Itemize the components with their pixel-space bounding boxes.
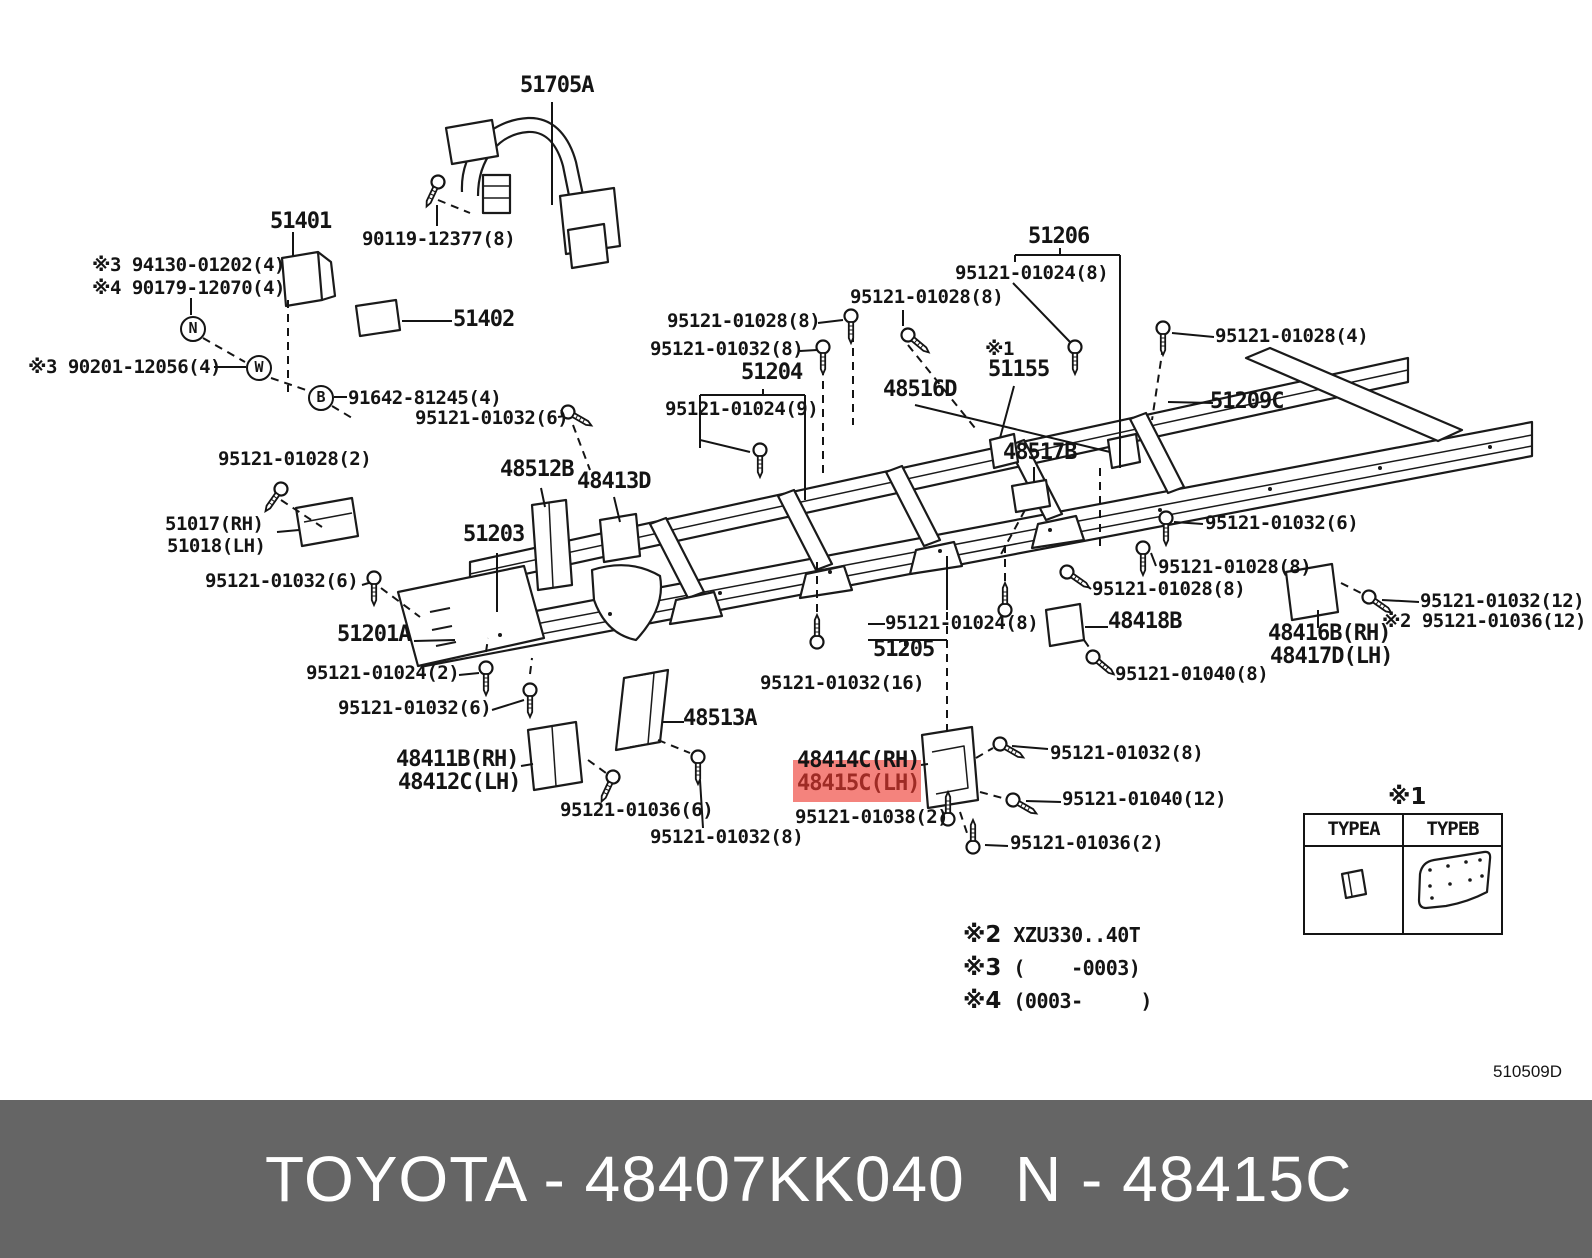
part-label[interactable]: 51209C (1210, 389, 1284, 414)
part-label[interactable]: 95121-01032(8) (650, 826, 804, 848)
type-a-cell (1305, 847, 1404, 933)
part-label[interactable]: 48512B (500, 457, 574, 482)
part-label[interactable]: 48417D(LH) (1270, 644, 1393, 669)
part-label[interactable]: 51402 (453, 307, 515, 332)
fastener-letter-marker: B (308, 385, 334, 411)
part-label[interactable]: ※3 94130-01202(4) (92, 254, 286, 276)
part-label[interactable]: 95121-01024(2) (306, 662, 460, 684)
note-marker: ※4 (963, 988, 1002, 1014)
part-label[interactable]: 48413D (577, 469, 651, 494)
type-a-header: TYPEA (1305, 815, 1404, 845)
leader-lines (190, 102, 1420, 847)
footnote: ※2 XZU330..40T (963, 922, 1152, 955)
part-label[interactable]: 51018(LH) (167, 535, 266, 557)
footnote: ※4 (0003- ) (963, 988, 1152, 1021)
part-label[interactable]: 95121-01024(8) (955, 262, 1109, 284)
part-label[interactable]: 95121-01028(8) (850, 286, 1004, 308)
note-marker: ※3 (963, 955, 1002, 981)
part-label[interactable]: 95121-01028(8) (1092, 578, 1246, 600)
note-text: ( -0003) (1013, 956, 1141, 980)
dashed-leader-lines (202, 199, 1362, 837)
fastener-letter-marker: N (180, 316, 206, 342)
part-label[interactable]: 95121-01040(12) (1062, 788, 1227, 810)
diagram-code: 510509D (1493, 1062, 1563, 1081)
type-table-note: ※1 (1388, 784, 1427, 810)
part-label[interactable]: 48513A (683, 706, 757, 731)
part-label[interactable]: ※4 90179-12070(4) (92, 277, 286, 299)
part-label[interactable]: 95121-01032(6) (415, 407, 569, 429)
part-label[interactable]: 48416B(RH) (1268, 621, 1391, 646)
part-label[interactable]: 51203 (463, 522, 525, 547)
part-label[interactable]: ※2 95121-01036(12) (1382, 610, 1586, 632)
part-label[interactable]: 95121-01024(8) (885, 612, 1039, 634)
part-label[interactable]: 95121-01032(12) (1420, 590, 1585, 612)
part-label[interactable]: 95121-01028(8) (1158, 556, 1312, 578)
part-label[interactable]: 95121-01032(16) (760, 672, 925, 694)
footnotes: ※2 XZU330..40T ※3 ( -0003) ※4 (0003- ) (963, 922, 1152, 1021)
part-label[interactable]: 51205 (873, 637, 935, 662)
part-label[interactable]: 51201A (337, 622, 411, 647)
type-b-header: TYPEB (1426, 818, 1479, 840)
part-label[interactable]: 95121-01040(8) (1115, 663, 1269, 685)
type-variant-table: TYPEA TYPEB (1303, 813, 1503, 935)
part-label[interactable]: 95121-01028(2) (218, 448, 372, 470)
type-b-cell (1404, 847, 1501, 933)
note-marker: ※2 (963, 922, 1002, 948)
part-label[interactable]: 48411B(RH) (396, 747, 519, 772)
part-label[interactable]: 48517B (1003, 440, 1077, 465)
footnote: ※3 ( -0003) (963, 955, 1152, 988)
part-label[interactable]: 48516D (883, 377, 957, 402)
part-label[interactable]: 51705A (520, 73, 594, 98)
part-label[interactable]: 51206 (1028, 224, 1090, 249)
part-label[interactable]: 51204 (741, 360, 803, 385)
part-label[interactable]: 90119-12377(8) (362, 228, 516, 250)
part-label[interactable]: 51401 (270, 209, 332, 234)
callout-part-number: N - 48415C (1015, 1143, 1353, 1215)
part-label[interactable]: 91642-81245(4) (348, 387, 502, 409)
part-label[interactable]: 95121-01024(9) (665, 398, 819, 420)
fastener-letter-marker: W (246, 355, 272, 381)
part-label[interactable]: 95121-01032(6) (1205, 512, 1359, 534)
part-label[interactable]: 51155 (988, 357, 1050, 382)
brand-part-number: TOYOTA - 48407KK040 (265, 1143, 965, 1215)
part-label[interactable]: ※3 90201-12056(4) (28, 356, 222, 378)
part-label[interactable]: 95121-01028(8) (667, 310, 821, 332)
part-label[interactable]: 51017(RH) (165, 513, 264, 535)
footer-banner: TOYOTA - 48407KK040 N - 48415C (0, 1100, 1592, 1258)
part-label[interactable]: 95121-01028(4) (1215, 325, 1369, 347)
note-text: XZU330..40T (1013, 923, 1141, 947)
part-label[interactable]: 95121-01032(6) (205, 570, 359, 592)
highlight-box (793, 760, 921, 802)
part-label[interactable]: 48412C(LH) (398, 770, 521, 795)
note-text: (0003- ) (1013, 989, 1152, 1013)
part-label[interactable]: 95121-01036(6) (560, 799, 714, 821)
part-label[interactable]: 95121-01032(8) (1050, 742, 1204, 764)
part-label[interactable]: 48418B (1108, 609, 1182, 634)
part-label[interactable]: 95121-01036(2) (1010, 832, 1164, 854)
part-label[interactable]: 95121-01032(8) (650, 338, 804, 360)
part-label[interactable]: ※1 (985, 338, 1014, 360)
part-label[interactable]: 95121-01032(6) (338, 697, 492, 719)
part-label[interactable]: 95121-01038(2) (795, 806, 949, 828)
part-label[interactable]: 48414C(RH) (797, 748, 920, 773)
part-label[interactable]: 48415C(LH) (797, 771, 920, 796)
